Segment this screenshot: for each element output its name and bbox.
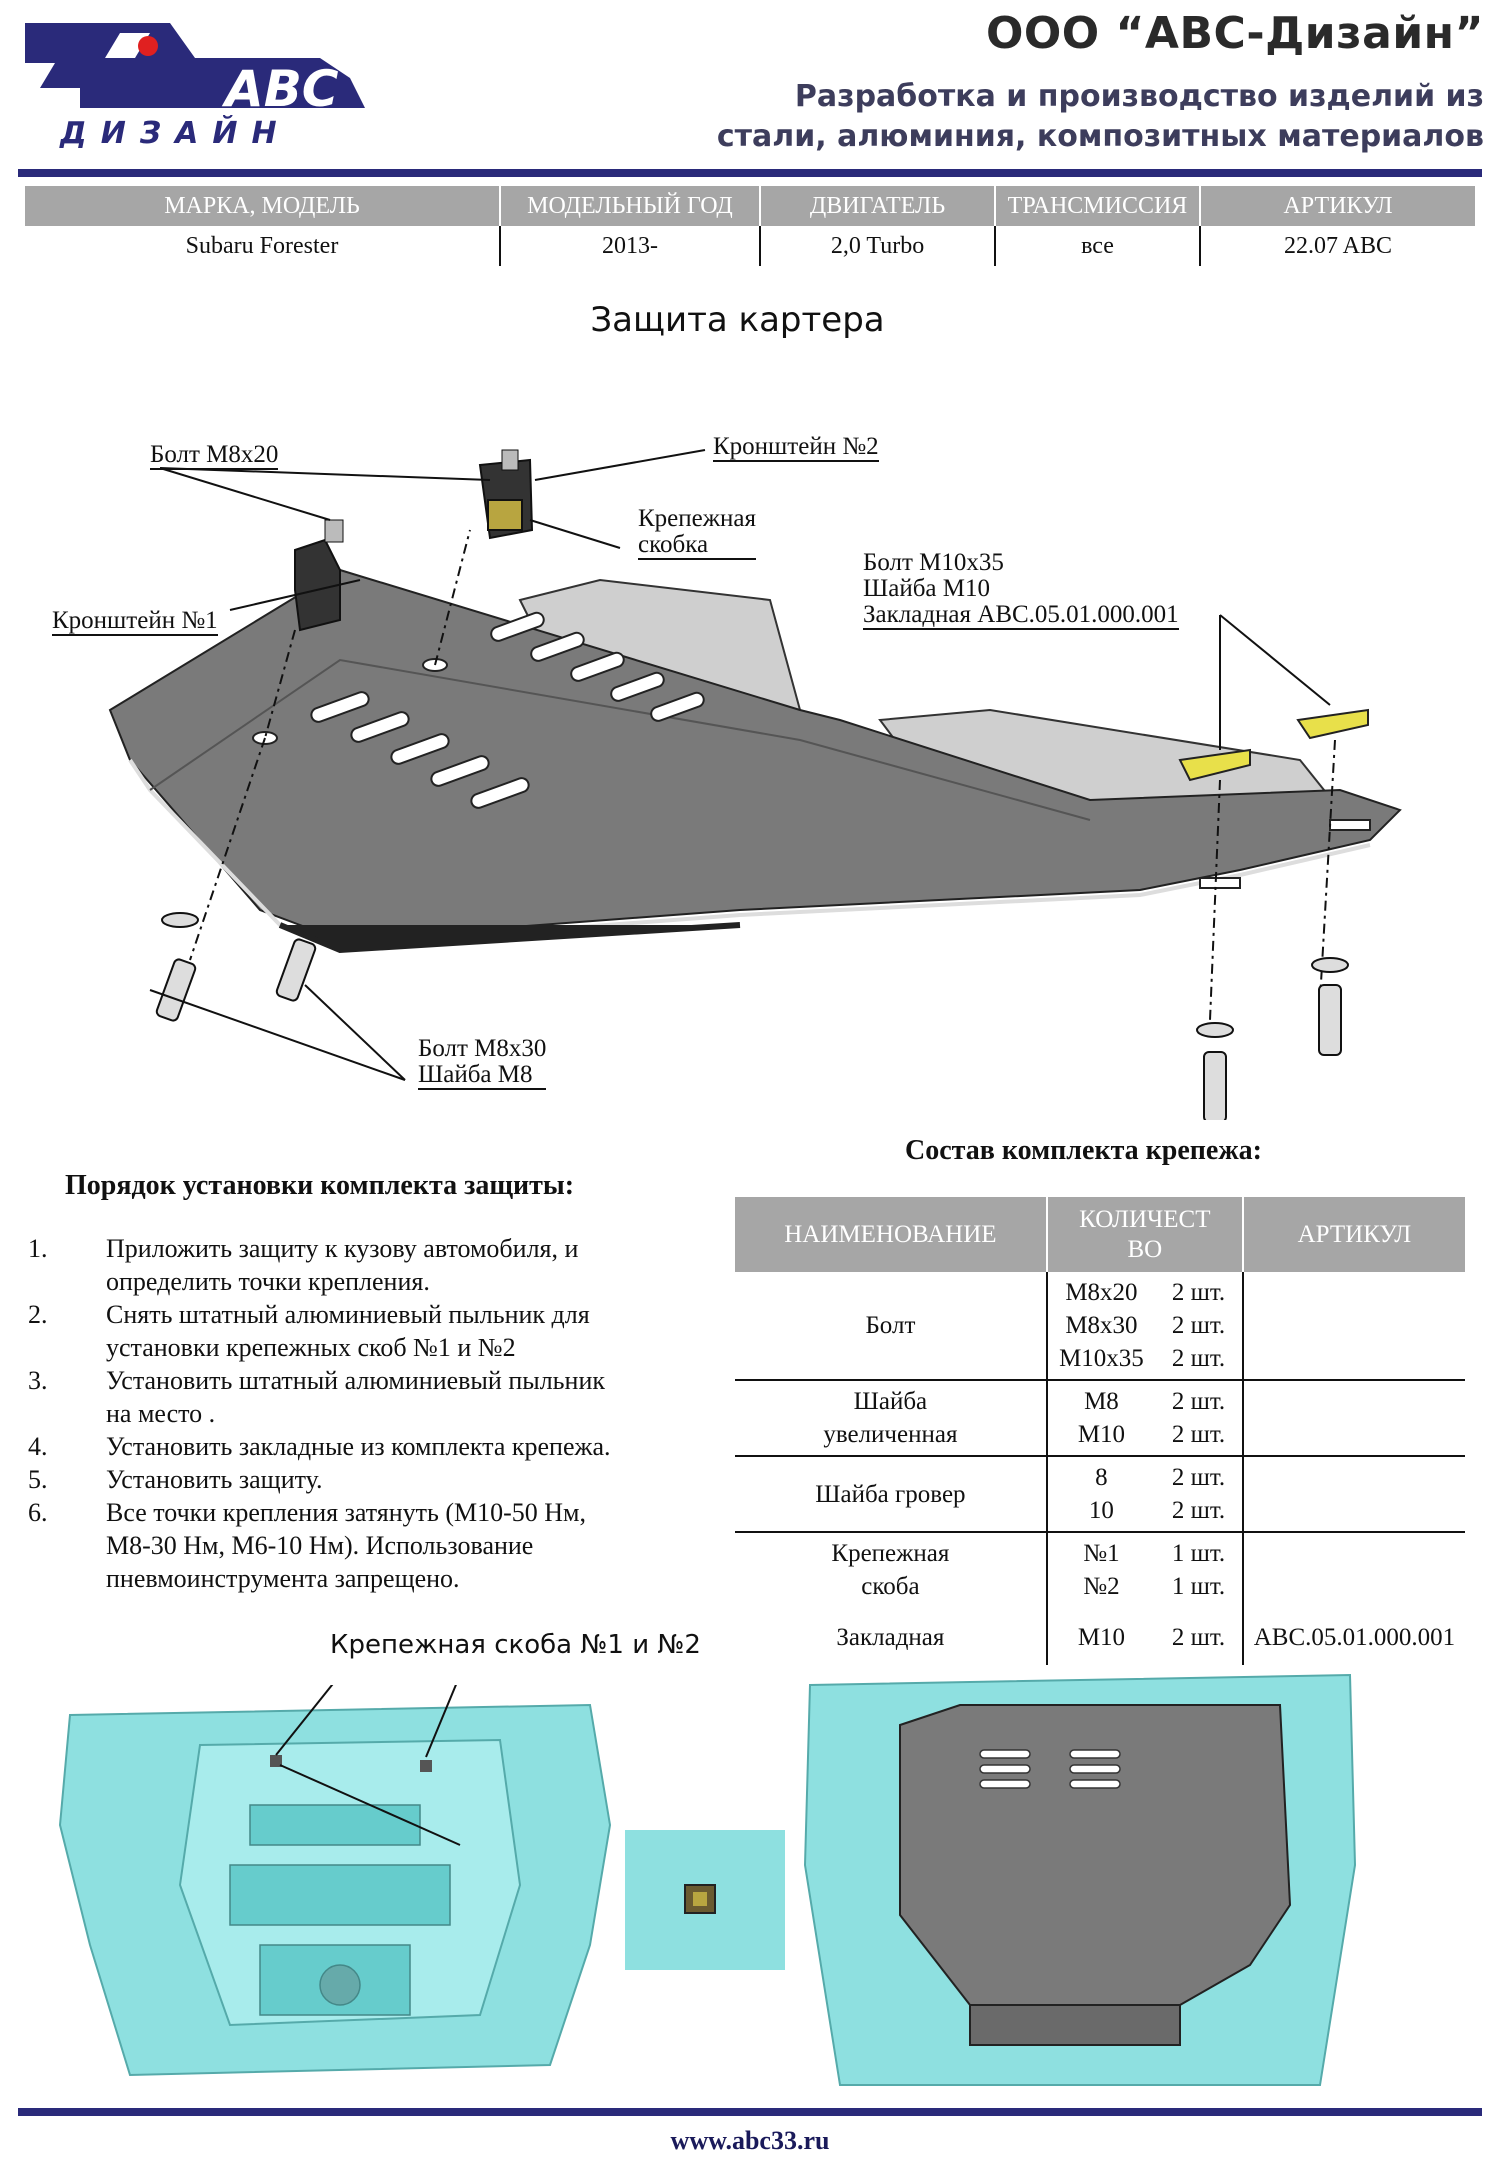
bracket-closeup-photo	[625, 1830, 785, 1970]
spec-year: 2013-	[500, 226, 761, 266]
company-logo: ABC ДИЗАЙН	[25, 23, 365, 148]
spec-header: МОДЕЛЬНЫЙ ГОД	[500, 186, 761, 226]
assembly-diagram: Болт М8х20 Кронштейн №2 Крепежная скобка…	[40, 420, 1460, 1123]
spec-transmission: все	[995, 226, 1201, 266]
callout-mounting-clip: Крепежная скобка	[638, 505, 756, 560]
logo-subtext: ДИЗАЙН	[59, 115, 291, 148]
spec-header: АРТИКУЛ	[1200, 186, 1475, 226]
spec-header: МАРКА, МОДЕЛЬ	[25, 186, 501, 226]
installation-step: 5.Установить защиту.	[28, 1465, 323, 1494]
spec-model: Subaru Forester	[25, 226, 501, 266]
installation-step: 6.Все точки крепления затянуть (М10-50 Н…	[28, 1498, 587, 1593]
callout-bracket-1: Кронштейн №1	[52, 607, 218, 636]
company-tagline-line2: стали, алюминия, композитных материалов	[716, 119, 1484, 154]
page-title: Защита картера	[590, 300, 885, 340]
spec-header: ДВИГАТЕЛЬ	[760, 186, 996, 226]
kit-title: Состав комплекта крепежа:	[905, 1135, 1262, 1166]
underbody-photo-installed	[800, 1665, 1360, 2095]
callout-bracket-2: Кронштейн №2	[713, 433, 879, 462]
spec-article: 22.07 ABC	[1283, 232, 1393, 259]
company-block: ООО “АВС-Дизайн” Разработка и производст…	[717, 8, 1484, 157]
header-divider	[18, 169, 1482, 177]
installation-steps: 1.Приложить защиту к кузову автомобиля, …	[28, 1232, 678, 1595]
svg-text:ABC: ABC	[221, 60, 339, 118]
photo-caption: Крепежная скоба №1 и №2	[330, 1630, 701, 1660]
callout-insert-kit: Болт М10х35 Шайба М10 Закладная АВС.05.0…	[863, 549, 1179, 630]
spec-header: ТРАНСМИССИЯ	[995, 186, 1201, 226]
installation-step: 1.Приложить защиту к кузову автомобиля, …	[28, 1234, 579, 1296]
callout-bolt-m8x30: Болт М8х30 Шайба М8	[418, 1035, 547, 1090]
company-name: ООО “АВС-Дизайн”	[985, 8, 1484, 59]
installation-step: 4.Установить закладные из комплекта креп…	[28, 1432, 611, 1461]
kit-header-name: НАИМЕНОВАНИЕ	[735, 1197, 1048, 1272]
website-link[interactable]: www.abc33.ru	[670, 2126, 830, 2155]
underbody-photo-brackets	[50, 1685, 620, 2095]
installation-title: Порядок установки комплекта защиты:	[65, 1170, 575, 1201]
installation-step: 3.Установить штатный алюминиевый пыльник…	[28, 1366, 605, 1428]
skid-plate-drawing	[108, 449, 1402, 1123]
kit-row: Закладная М10 2 шт. ABC.05.01.000.001	[735, 1607, 1465, 1667]
callout-bolt-m8x20: Болт М8х20	[150, 441, 279, 470]
kit-header-article: АРТИКУЛ	[1242, 1197, 1465, 1272]
footer-divider	[18, 2108, 1482, 2116]
company-tagline-line1: Разработка и производство изделий из	[794, 79, 1484, 114]
vehicle-spec-table: МАРКА, МОДЕЛЬ МОДЕЛЬНЫЙ ГОД ДВИГАТЕЛЬ ТР…	[25, 186, 1475, 266]
spec-engine: 2,0 Turbo	[760, 226, 996, 266]
